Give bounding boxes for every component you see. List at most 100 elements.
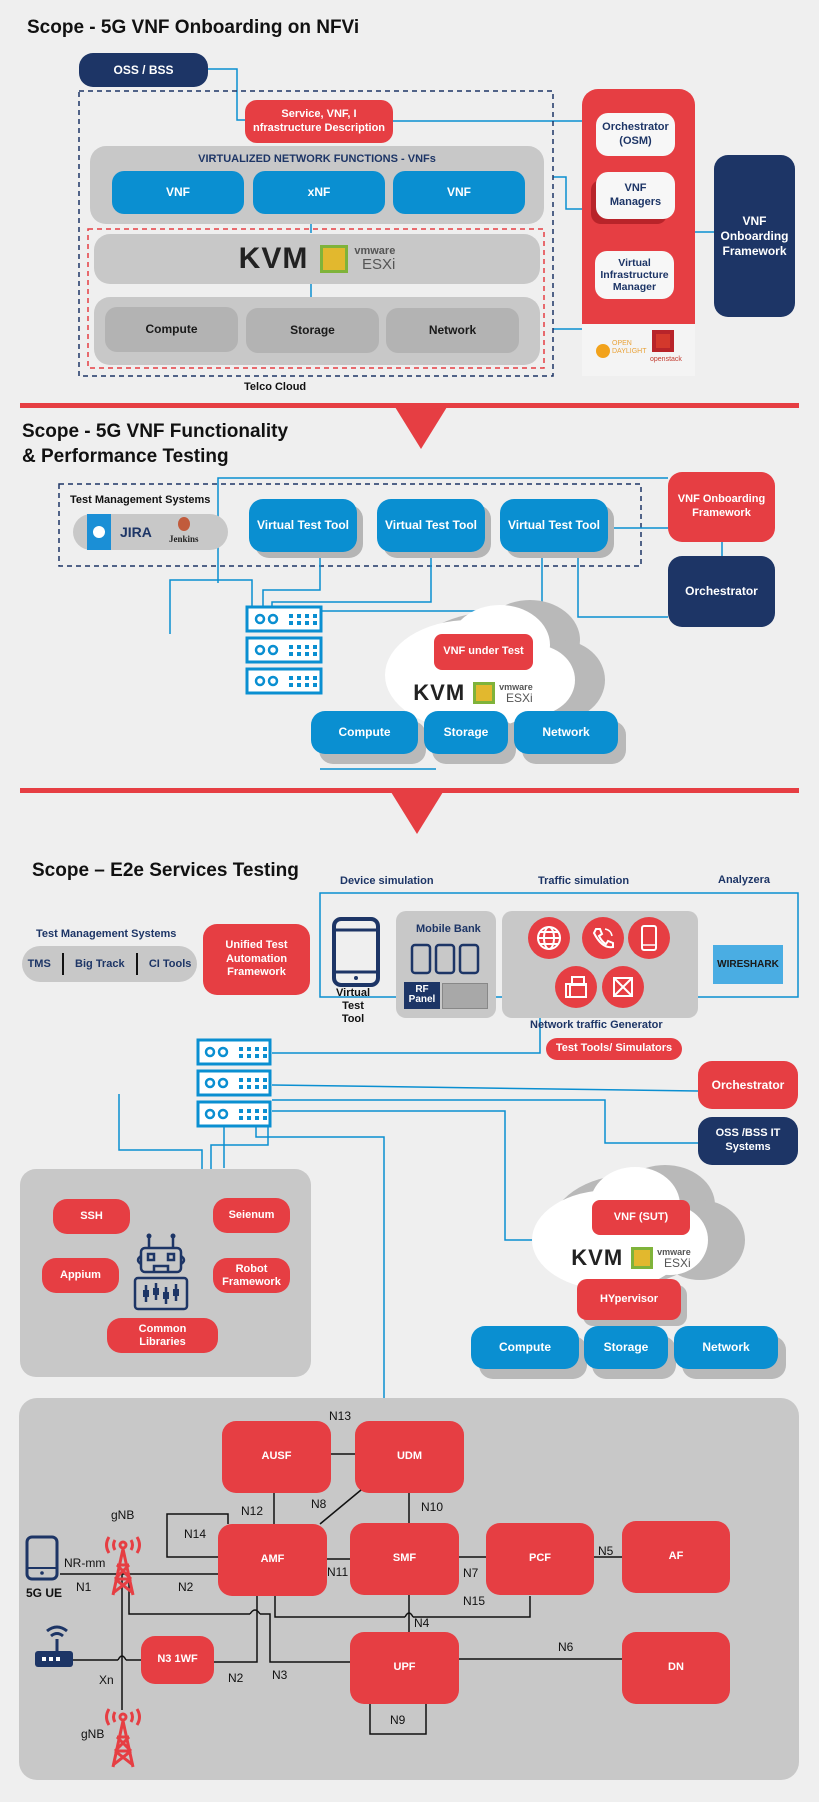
n3iwf-node[interactable]: N3 1WF [141, 1636, 214, 1684]
wireshark-logo: WIRESHARK [713, 945, 783, 984]
storage-box[interactable]: Storage [246, 308, 379, 353]
iface-n4: N4 [414, 1616, 430, 1630]
traffic-simulation-label: Traffic simulation [538, 875, 630, 887]
server-rack-icon-s3 [196, 1038, 272, 1128]
vmware-esxi-icon [473, 682, 496, 704]
ssh-box[interactable]: SSH [53, 1199, 130, 1234]
network-box-s2[interactable]: Network [514, 711, 618, 754]
openstack-icon [652, 330, 674, 352]
orchestrator-s2[interactable]: Orchestrator [668, 556, 775, 627]
tablet-device-icon [332, 917, 380, 987]
section-divider-2 [20, 788, 799, 793]
virtual-test-tool-2[interactable]: Virtual Test Tool [377, 499, 485, 552]
iface-n2-lower: N2 [228, 1671, 244, 1685]
robot-framework-box[interactable]: Robot Framework [213, 1258, 290, 1293]
iface-n8: N8 [311, 1497, 327, 1511]
vnf-box-2[interactable]: VNF [393, 171, 525, 214]
ausf-node[interactable]: AUSF [222, 1421, 331, 1493]
test-tools-simulators-badge[interactable]: Test Tools/ Simulators [546, 1038, 682, 1060]
mobile-bank-label: Mobile Bank [416, 923, 481, 935]
virtual-test-tool-3[interactable]: Virtual Test Tool [500, 499, 608, 552]
appium-box[interactable]: Appium [42, 1258, 119, 1293]
5g-ue-label: 5G UE [26, 1586, 63, 1600]
vmware-logo: vmware [499, 681, 533, 692]
opendaylight-icon [596, 344, 610, 358]
vnf-under-test-box[interactable]: VNF under Test [434, 634, 533, 670]
iface-n5: N5 [598, 1544, 614, 1558]
iface-n2-upper: N2 [178, 1580, 194, 1594]
wifi-router-icon [35, 1625, 73, 1667]
phone-call-icon [582, 917, 624, 959]
iface-n7: N7 [463, 1566, 479, 1580]
tablet-icon [628, 917, 670, 959]
5g-ue-device-icon [25, 1535, 59, 1581]
orchestrator-s3[interactable]: Orchestrator [698, 1061, 798, 1109]
vnf-box-1[interactable]: VNF [112, 171, 244, 214]
section1-title: Scope - 5G VNF Onboarding on NFVi [27, 17, 360, 38]
vnfs-group-label: VIRTUALIZED NETWORK FUNCTIONS - VNFs [198, 153, 436, 165]
test-mgmt-tools-pill: JIRA Jenkins [73, 514, 228, 550]
tms-item[interactable]: TMS [27, 958, 51, 970]
iface-n6: N6 [558, 1640, 574, 1654]
opendaylight-logo: OPEN [612, 340, 632, 347]
big-track-item[interactable]: Big Track [75, 958, 125, 970]
pcf-node[interactable]: PCF [486, 1523, 594, 1595]
section-arrow-2 [391, 792, 443, 834]
dn-node[interactable]: DN [622, 1632, 730, 1704]
network-box[interactable]: Network [386, 308, 519, 353]
vim-box[interactable]: Virtual Infrastructure Manager [595, 251, 674, 299]
upf-node[interactable]: UPF [350, 1632, 459, 1704]
robot-icon [133, 1233, 189, 1311]
storage-box-s3[interactable]: Storage [584, 1326, 668, 1369]
openstack-logo: openstack [650, 356, 682, 363]
rf-panel-hardware-image [442, 983, 488, 1009]
gnb-bottom-label: gNB [81, 1727, 105, 1741]
vnf-managers-box[interactable]: VNF Managers [596, 172, 675, 219]
ci-tools-item[interactable]: CI Tools [148, 958, 192, 970]
unified-test-automation-framework-box[interactable]: Unified Test Automation Framework [203, 924, 310, 995]
common-libraries-box[interactable]: Common Libraries [107, 1318, 218, 1353]
iface-n11: N11 [327, 1565, 349, 1579]
device-simulation-label: Device simulation [340, 875, 434, 887]
virtual-test-tool-1[interactable]: Virtual Test Tool [249, 499, 357, 552]
iface-n14: N14 [184, 1527, 207, 1541]
divider [61, 953, 64, 975]
fax-icon [555, 966, 597, 1008]
storage-box-s2[interactable]: Storage [424, 711, 508, 754]
section-divider-1 [20, 403, 799, 408]
compute-box-s3[interactable]: Compute [471, 1326, 579, 1369]
section2-title-line1: Scope - 5G VNF Functionality [22, 421, 289, 442]
telco-cloud-label: Telco Cloud [244, 381, 307, 393]
virtual-test-tool-label: Virtual Test Tool [336, 987, 371, 1026]
compute-box[interactable]: Compute [105, 307, 238, 352]
service-description-box[interactable]: Service, VNF, I nfrastructure Descriptio… [245, 100, 393, 143]
oss-bss-it-systems-box[interactable]: OSS /BSS IT Systems [698, 1117, 798, 1165]
network-box-s3[interactable]: Network [674, 1326, 778, 1369]
vnf-sut-box[interactable]: VNF (SUT) [592, 1200, 690, 1235]
selenium-box[interactable]: Seienum [213, 1198, 290, 1233]
xnf-box[interactable]: xNF [253, 171, 385, 214]
esxi-logo: ESXi [664, 1255, 691, 1270]
network-traffic-generator-panel [502, 911, 698, 1018]
udm-node[interactable]: UDM [355, 1421, 464, 1493]
vnf-onboarding-framework-box[interactable]: VNF Onboarding Framework [714, 155, 795, 317]
oss-bss-box[interactable]: OSS / BSS [79, 53, 208, 87]
esxi-logo: ESXi [361, 256, 396, 273]
smf-node[interactable]: SMF [350, 1523, 459, 1595]
orchestrator-osm-box[interactable]: Orchestrator (OSM) [596, 113, 675, 156]
vnf-onboarding-framework-s2[interactable]: VNF Onboarding Framework [668, 472, 775, 542]
amf-node[interactable]: AMF [218, 1524, 327, 1596]
af-node[interactable]: AF [622, 1521, 730, 1593]
gnb-tower-icon-bottom [105, 1708, 141, 1768]
mobile-devices-icon [410, 943, 480, 975]
compute-box-s2[interactable]: Compute [311, 711, 418, 754]
hypervisor-box[interactable]: HYpervisor [577, 1279, 681, 1320]
kvm-logo: KVM [413, 680, 466, 705]
section3-title: Scope – E2e Services Testing [32, 860, 299, 881]
iface-nr-mm: NR-mm [64, 1556, 106, 1570]
